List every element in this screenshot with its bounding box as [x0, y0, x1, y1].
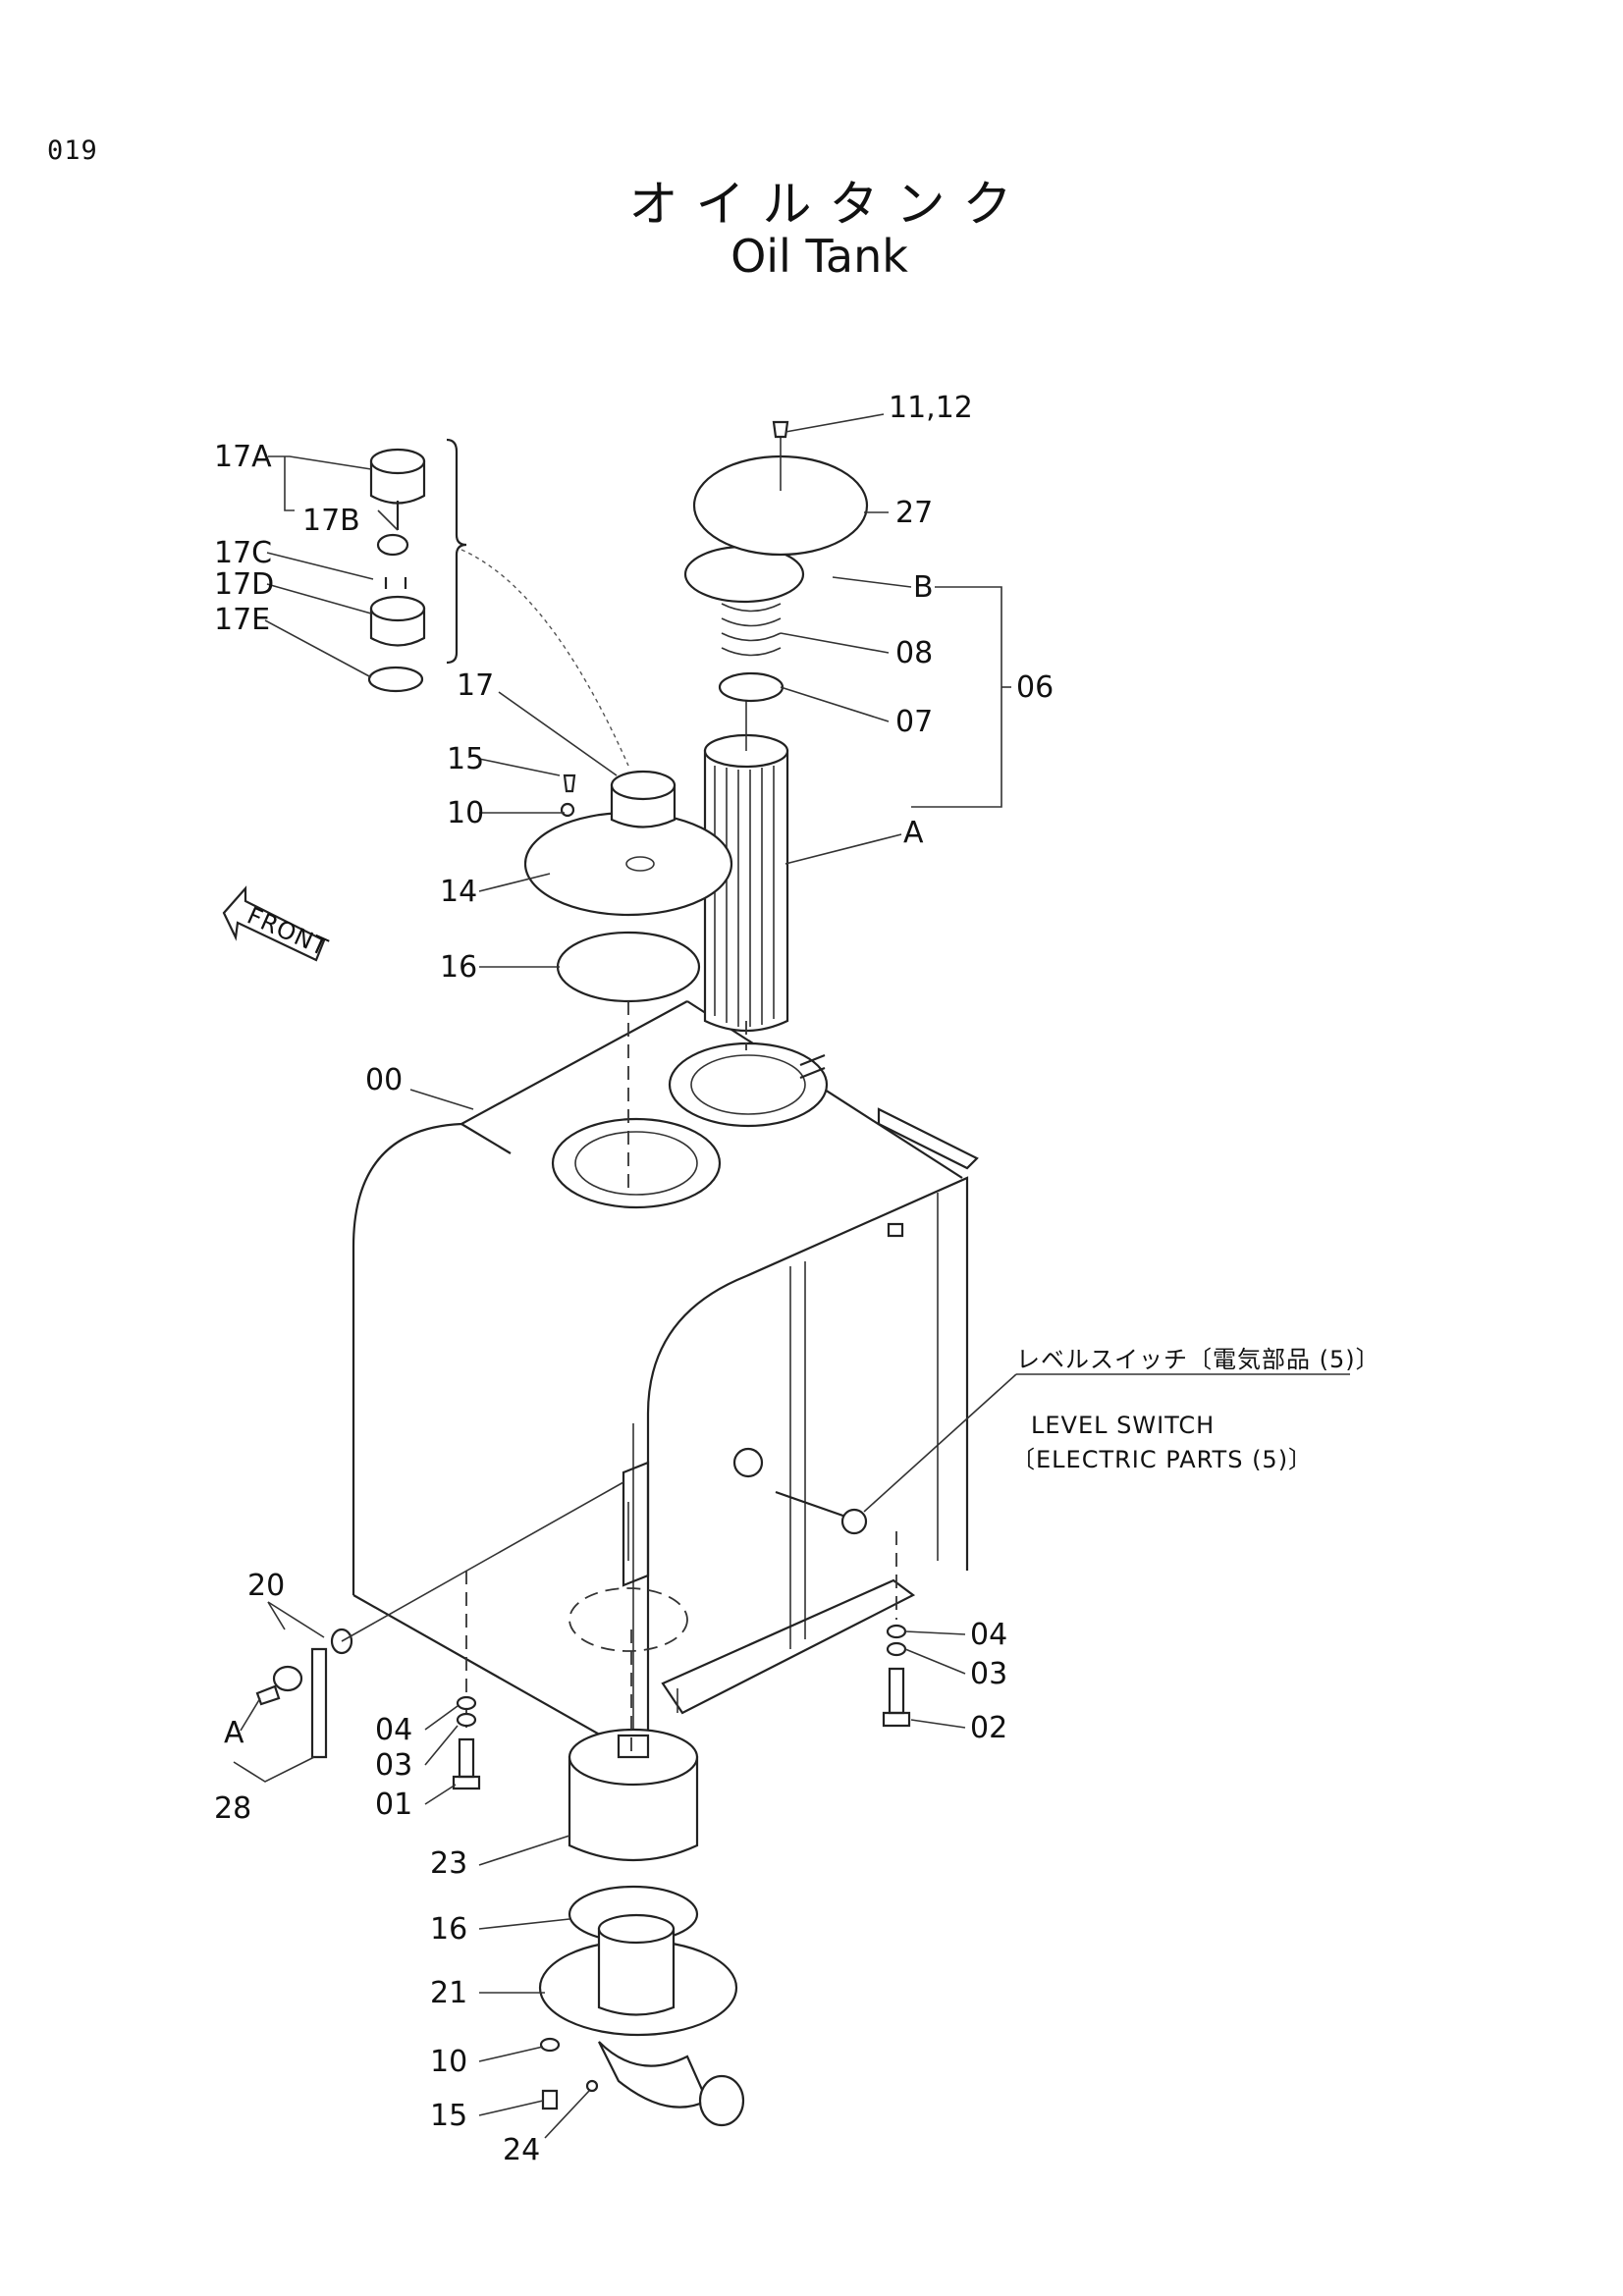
callout-15-top: 15: [447, 742, 484, 776]
callout-14: 14: [440, 875, 477, 909]
front-arrow: FRONT: [222, 885, 333, 962]
suction-filter: [538, 1728, 745, 2127]
level-switch-note: レベルスイッチ〔電気部品 (5)〕 LEVEL SWITCH 〔ELECTRIC…: [1011, 1346, 1380, 1473]
callout-B: B: [913, 570, 934, 605]
callout-17A: 17A: [214, 440, 272, 474]
callout-08: 08: [895, 636, 933, 670]
page-number: 019: [47, 135, 98, 166]
callout-20: 20: [247, 1569, 285, 1603]
callout-A-gauge: A: [224, 1716, 244, 1750]
callout-17: 17: [457, 668, 494, 703]
callout-23: 23: [430, 1846, 467, 1881]
callout-04-left: 04: [375, 1713, 412, 1747]
callout-21: 21: [430, 1976, 467, 2010]
callout-16-bottom: 16: [430, 1912, 467, 1947]
level-switch-ref: 〔ELECTRIC PARTS (5)〕: [1011, 1446, 1313, 1473]
centerlines: [465, 1001, 897, 1757]
callout-10-top: 10: [447, 796, 484, 830]
callout-07: 07: [895, 705, 933, 739]
title-japanese: オイルタンク: [628, 176, 1030, 233]
callout-16-top: 16: [440, 950, 477, 985]
callout-17E: 17E: [214, 603, 270, 637]
callout-03-left: 03: [375, 1748, 412, 1783]
leader-lines: [233, 413, 1350, 2139]
callout-15-bottom: 15: [430, 2099, 467, 2133]
breather-cap-assembly: [523, 770, 733, 1003]
callout-17D: 17D: [214, 567, 274, 602]
callout-28: 28: [214, 1791, 251, 1826]
callout-04-right: 04: [970, 1618, 1007, 1652]
callout-06: 06: [1016, 670, 1054, 705]
front-label: FRONT: [243, 902, 333, 962]
callout-10-bottom: 10: [430, 2045, 467, 2079]
callout-17C: 17C: [214, 536, 272, 570]
level-switch-jp: レベルスイッチ〔電気部品 (5)〕: [1016, 1346, 1380, 1373]
callout-17B: 17B: [302, 504, 360, 538]
spring-and-cover: [683, 420, 869, 703]
return-filter-element: [703, 697, 789, 1033]
callout-02: 02: [970, 1711, 1007, 1745]
tank-body: [352, 1000, 979, 1763]
callout-03-right: 03: [970, 1657, 1007, 1691]
callout-24: 24: [503, 2133, 540, 2167]
callout-A-filter: A: [903, 816, 924, 850]
callout-11-12: 11,12: [889, 391, 973, 425]
callout-labels: 17A 17B 17C 17D 17E 17 15 10 14 16 00 11…: [214, 391, 1054, 2167]
callout-00: 00: [365, 1063, 403, 1097]
breather-detail: [367, 438, 629, 767]
title-english: Oil Tank: [730, 230, 908, 283]
hardware: [255, 1481, 911, 2110]
callout-27: 27: [895, 496, 933, 530]
callout-01: 01: [375, 1788, 412, 1822]
level-switch-en: LEVEL SWITCH: [1031, 1412, 1215, 1439]
